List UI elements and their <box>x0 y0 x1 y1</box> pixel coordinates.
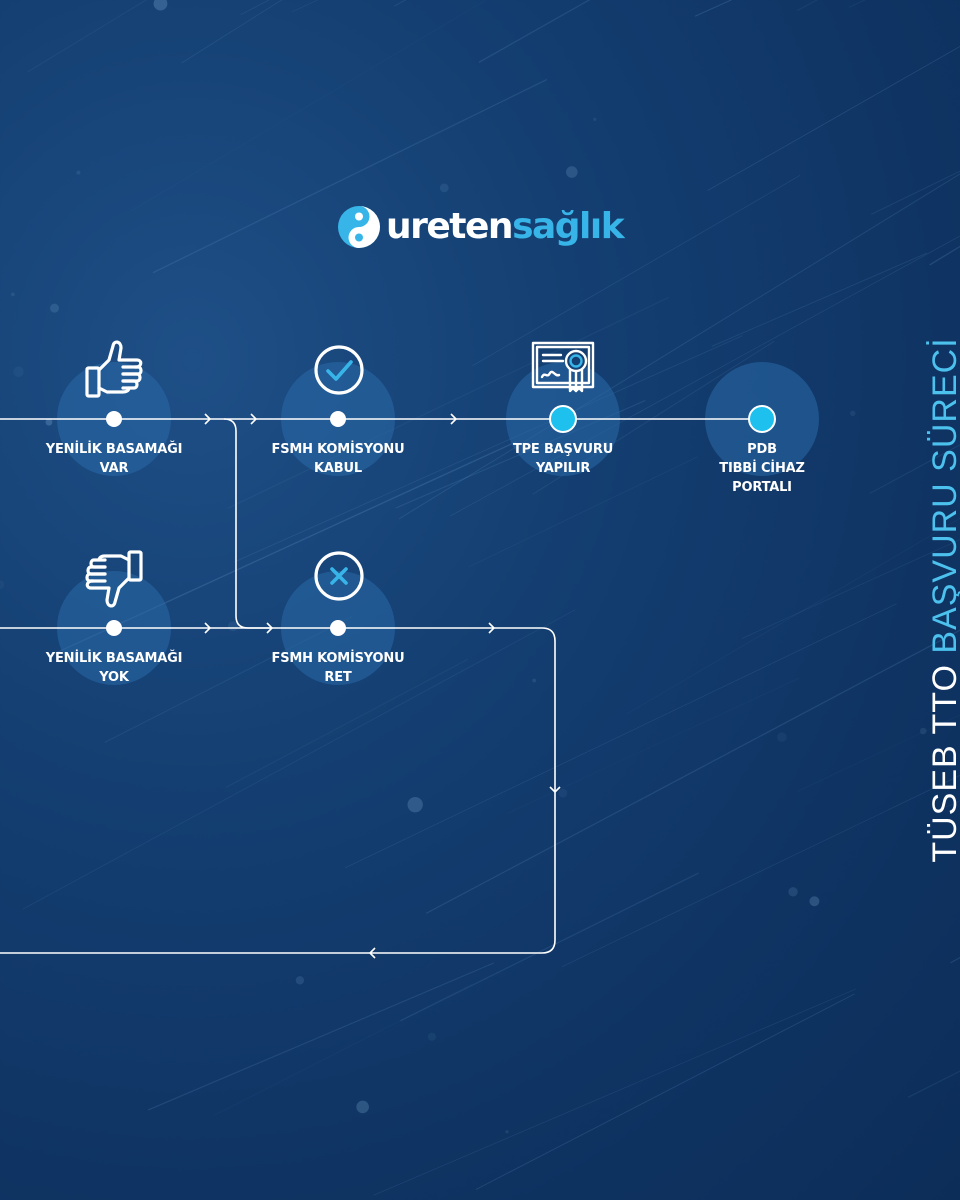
light-streak <box>741 539 960 639</box>
light-streak <box>797 714 960 792</box>
brand-name: uretensağlık <box>386 202 625 252</box>
certificate-icon <box>531 341 595 393</box>
step-label-line: TIBBİ CİHAZ <box>719 461 805 476</box>
light-spark <box>777 732 787 742</box>
light-spark <box>505 1130 509 1134</box>
light-streak <box>152 78 548 274</box>
step-label-line: FSMH KOMİSYONU <box>271 651 405 666</box>
step-label-line: PDB <box>747 442 777 457</box>
check-circle-icon <box>314 345 364 395</box>
brand-logo: uretensağlık <box>336 202 625 252</box>
thumbs-up-icon <box>85 340 143 398</box>
light-streak <box>181 0 283 64</box>
step-label-yenilik-yok: YENİLİK BASAMAĞI YOK <box>34 649 194 687</box>
light-spark <box>439 183 449 193</box>
light-spark <box>593 117 597 121</box>
step-label-line: YOK <box>99 670 129 685</box>
light-streak <box>131 0 487 212</box>
light-spark <box>558 788 568 798</box>
light-spark <box>76 170 81 175</box>
light-streak <box>472 175 801 367</box>
light-spark <box>295 976 305 985</box>
step-label-line: TPE BAŞVURU <box>512 442 614 457</box>
light-spark <box>45 418 53 426</box>
light-streak <box>468 456 698 568</box>
light-streak <box>214 983 473 1116</box>
node-dot-active <box>748 405 776 433</box>
flow-arrow <box>368 947 376 959</box>
brand-name-part2: sağlık <box>512 206 625 247</box>
node-dot <box>330 620 346 636</box>
light-streak <box>344 603 897 869</box>
connector-line-branch <box>223 418 272 629</box>
side-title-part2: BAŞVURU SÜRECİ <box>926 337 960 654</box>
step-label-pdb: PDB TIBBİ CİHAZ PORTALI <box>682 440 842 497</box>
light-streak <box>27 0 147 73</box>
step-label-fsmh-kabul: FSMH KOMİSYONU KABUL <box>258 440 418 478</box>
light-spark <box>850 410 856 417</box>
side-title: TÜSEB TTO BAŞVURU SÜRECİ <box>925 337 960 862</box>
light-spark <box>153 0 168 11</box>
step-label-line: YENİLİK BASAMAĞI <box>45 442 183 457</box>
light-streak <box>475 993 855 1190</box>
light-streak <box>234 335 743 563</box>
node-dot <box>106 411 122 427</box>
flow-arrow <box>450 413 458 425</box>
flow-arrow <box>204 413 212 425</box>
step-label-line: VAR <box>99 461 129 476</box>
light-spark <box>11 292 15 297</box>
x-circle-icon <box>314 551 364 601</box>
light-spark <box>919 727 927 735</box>
light-spark <box>427 1032 437 1041</box>
light-spark <box>227 621 238 632</box>
connector-line-bottom <box>0 627 556 954</box>
ureten-logo-icon <box>338 206 380 248</box>
step-label-line: FSMH KOMİSYONU <box>271 442 405 457</box>
light-spark <box>50 303 60 313</box>
light-spark <box>532 678 537 683</box>
light-spark <box>356 1100 369 1114</box>
light-streak <box>711 252 928 347</box>
light-streak <box>400 872 699 1022</box>
light-streak <box>561 775 960 968</box>
light-streak <box>226 296 670 510</box>
thumbs-down-icon <box>85 550 143 608</box>
light-streak <box>225 658 469 789</box>
light-spark <box>566 166 578 178</box>
flow-arrow <box>549 786 561 794</box>
brand-name-part1: ureten <box>386 206 514 247</box>
step-label-line: YAPILIR <box>535 461 591 476</box>
step-label-tpe-basvuru: TPE BAŞVURU YAPILIR <box>483 440 643 478</box>
flow-arrow <box>250 413 258 425</box>
step-label-line: RET <box>324 670 352 685</box>
flow-arrow <box>266 622 274 634</box>
light-streak <box>869 444 960 494</box>
light-spark <box>0 580 5 589</box>
step-label-yenilik-var: YENİLİK BASAMAĞI VAR <box>34 440 194 478</box>
flow-arrow <box>488 622 496 634</box>
light-spark <box>13 366 24 378</box>
flow-arrow <box>204 622 212 634</box>
step-label-line: KABUL <box>314 461 362 476</box>
step-label-line: PORTALI <box>732 480 792 495</box>
step-label-fsmh-ret: FSMH KOMİSYONU RET <box>258 649 418 687</box>
light-spark <box>407 796 423 813</box>
light-streak <box>373 988 857 1196</box>
node-dot <box>330 411 346 427</box>
light-streak <box>425 629 960 914</box>
light-streak <box>707 46 960 191</box>
node-dot <box>106 620 122 636</box>
step-label-line: YENİLİK BASAMAĞI <box>45 651 183 666</box>
light-streak <box>22 609 576 910</box>
light-spark <box>788 887 798 897</box>
light-streak <box>148 962 494 1111</box>
light-spark <box>809 896 820 907</box>
node-dot-active <box>549 405 577 433</box>
side-title-part1: TÜSEB TTO <box>926 664 960 863</box>
light-streak <box>626 518 960 715</box>
